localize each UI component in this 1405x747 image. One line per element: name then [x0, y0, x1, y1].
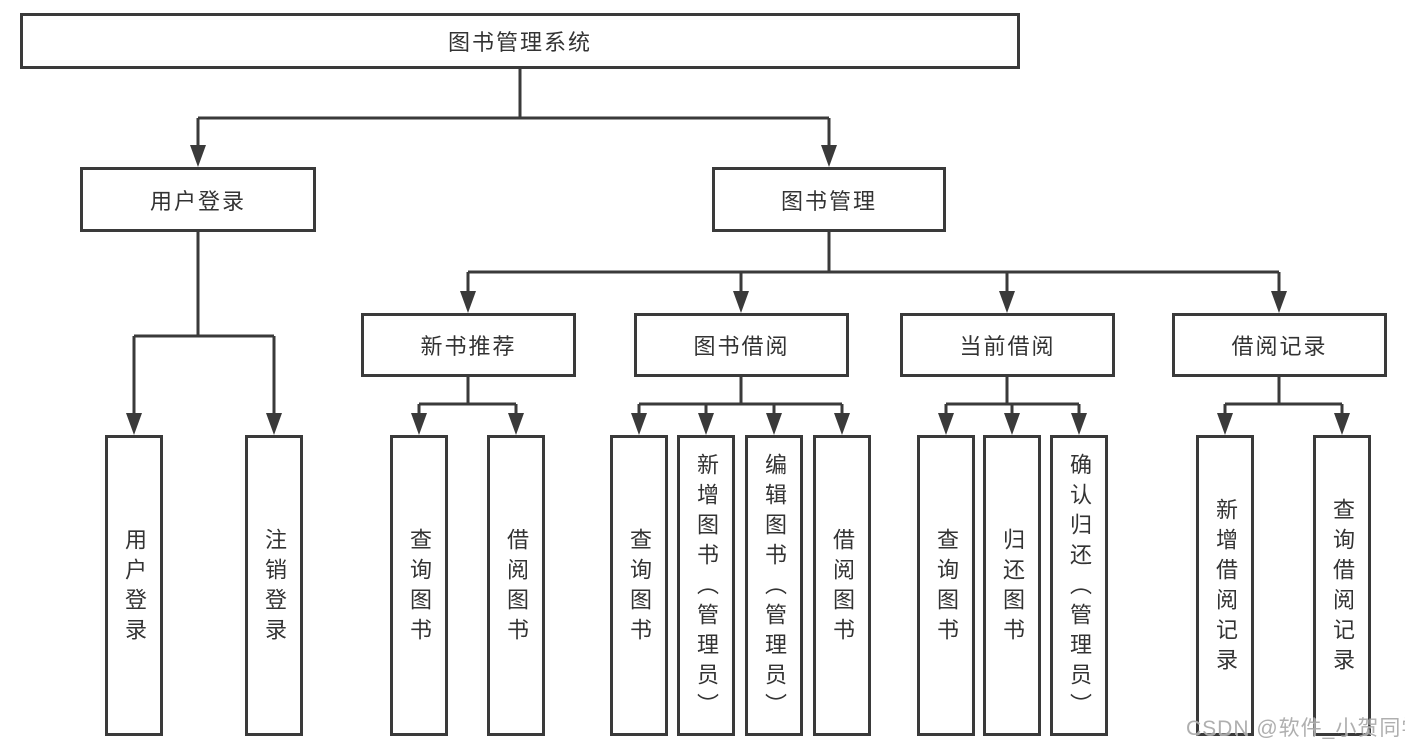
leaf-borrow-books: 借阅图书 [813, 435, 871, 736]
connector-user-login-to-leaves [132, 232, 276, 418]
connector-book-borrow-to-leaves [637, 377, 844, 418]
node-user-login: 用户登录 [80, 167, 316, 232]
connector-current-borrow-to-leaves [944, 377, 1081, 418]
leaf-return-book: 归还图书 [983, 435, 1041, 736]
node-library-management-system: 图书管理系统 [20, 13, 1020, 69]
csdn-watermark: CSDN @软件_小贺同学 [1186, 717, 1405, 740]
leaf-add-borrow-record: 新增借阅记录 [1196, 435, 1254, 736]
leaf-user-login: 用户登录 [105, 435, 163, 736]
connector-borrow-record-to-leaves [1223, 377, 1344, 418]
leaf-query-borrow-record: 查询借阅记录 [1313, 435, 1371, 736]
leaf-query-books-borrow: 查询图书 [610, 435, 668, 736]
leaf-add-book-admin: 新增图书（管理员） [677, 435, 735, 736]
leaf-logout: 注销登录 [245, 435, 303, 736]
node-current-borrow: 当前借阅 [900, 313, 1115, 377]
connector-root-to-level2 [196, 69, 831, 150]
node-new-book-recommend: 新书推荐 [361, 313, 576, 377]
leaf-confirm-return-admin: 确认归还（管理员） [1050, 435, 1108, 736]
node-book-management: 图书管理 [712, 167, 946, 232]
node-borrow-record: 借阅记录 [1172, 313, 1387, 377]
connector-book-management-to-level3 [466, 232, 1281, 296]
leaf-query-books-recommend: 查询图书 [390, 435, 448, 736]
leaf-query-books-current: 查询图书 [917, 435, 975, 736]
leaf-edit-book-admin: 编辑图书（管理员） [745, 435, 803, 736]
leaf-borrow-books-recommend: 借阅图书 [487, 435, 545, 736]
connector-new-book-to-leaves [417, 377, 518, 418]
node-book-borrow: 图书借阅 [634, 313, 849, 377]
